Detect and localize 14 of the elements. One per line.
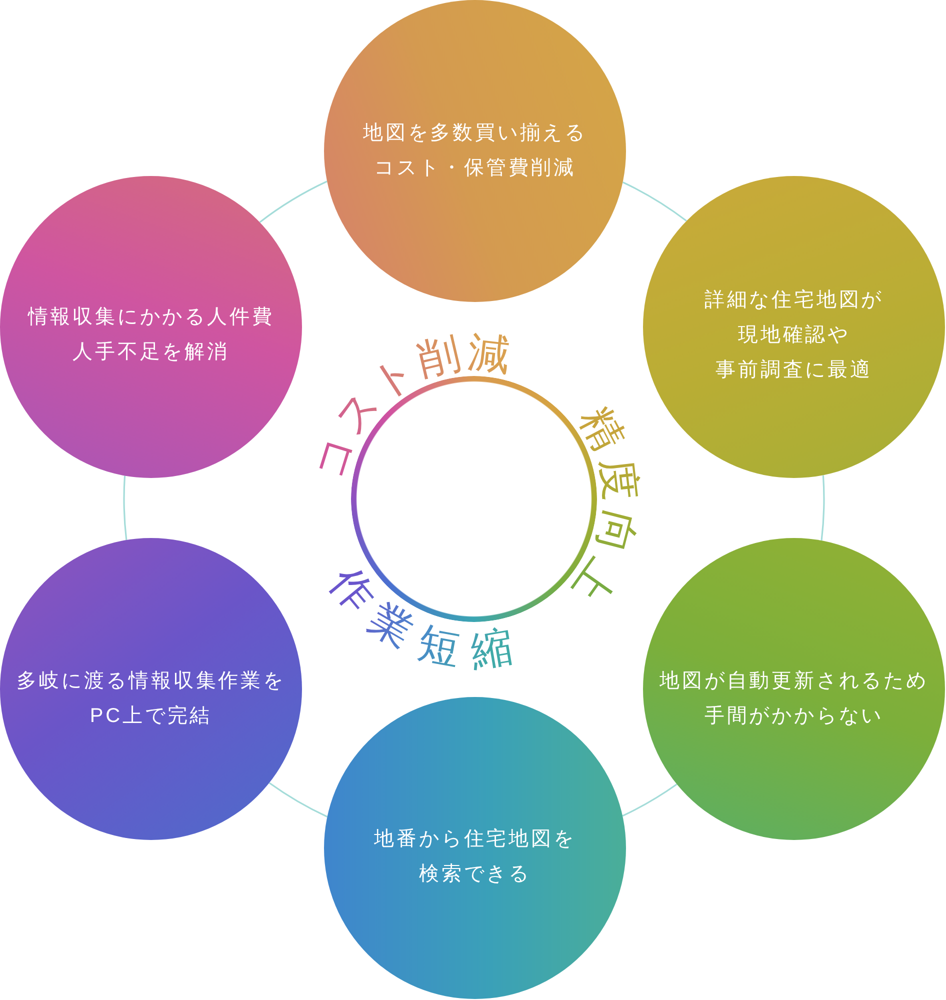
- connector-arc: [268, 782, 328, 818]
- benefit-text: 地図が自動更新されるため手間がかからない: [660, 669, 928, 729]
- curved-heading: 作業短縮: [322, 558, 532, 676]
- benefit-text: 詳細な住宅地図が現地確認や事前調査に最適: [704, 288, 884, 382]
- benefit-text: 多岐に渡る情報収集作業をPC上で完結: [16, 669, 286, 729]
- connector-arc: [259, 180, 328, 223]
- benefit-text: 地番から住宅地図を検索できる: [374, 827, 576, 887]
- connector-arc: [123, 476, 128, 540]
- benefit-text: 地図を多数買い揃えるコスト・保管費削減: [363, 121, 587, 181]
- benefit-text: 情報収集にかかる人件費人手不足を解消: [28, 305, 274, 365]
- curved-heading: コスト削減: [304, 328, 516, 485]
- connector-arc: [622, 784, 678, 817]
- connector-arc: [820, 475, 825, 541]
- connector-arc: [622, 182, 687, 222]
